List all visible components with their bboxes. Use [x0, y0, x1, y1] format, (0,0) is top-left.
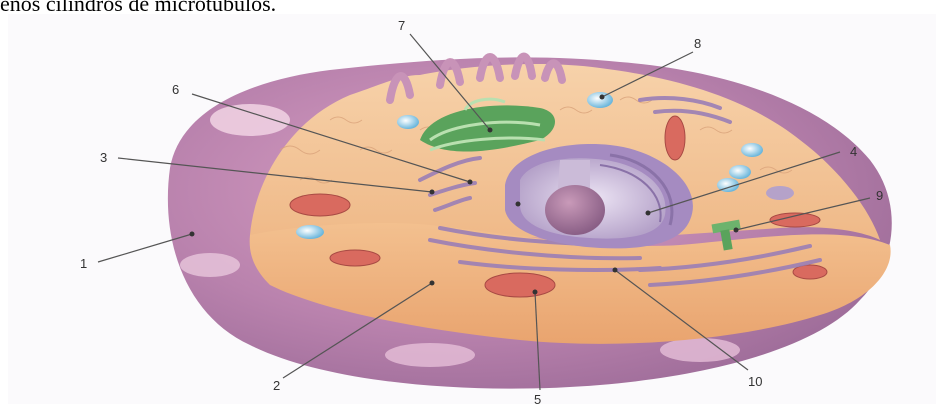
label-9: 9: [876, 188, 883, 203]
label-4: 4: [850, 144, 857, 159]
label-2: 2: [273, 378, 280, 393]
label-1: 1: [80, 256, 87, 271]
label-6: 6: [172, 82, 179, 97]
label-10: 10: [748, 374, 762, 389]
label-8: 8: [694, 36, 701, 51]
label-3: 3: [100, 150, 107, 165]
label-7: 7: [398, 18, 405, 33]
label-5: 5: [534, 392, 541, 407]
